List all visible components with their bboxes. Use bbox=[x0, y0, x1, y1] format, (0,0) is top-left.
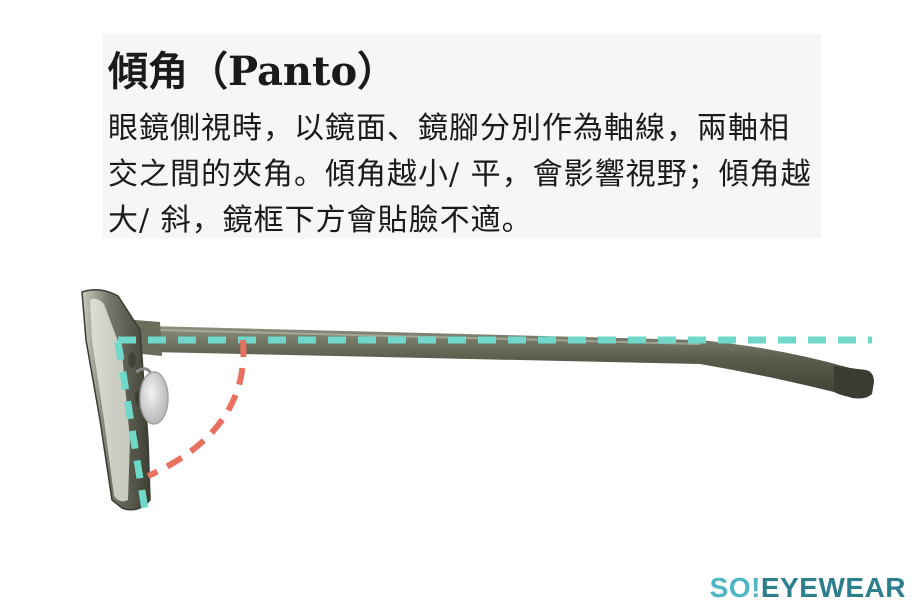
caption-title: 傾角（Panto） bbox=[108, 48, 398, 95]
temple-tip bbox=[834, 366, 874, 399]
logo-eyewear: EYEWEAR bbox=[760, 572, 906, 603]
nose-pad bbox=[139, 371, 169, 425]
panto-angle-arc bbox=[146, 339, 247, 479]
caption-body: 眼鏡側視時，以鏡面、鏡腳分別作為軸線，兩軸相交之間的夾角。傾角越小/ 平，會影響… bbox=[108, 111, 812, 238]
caption-box bbox=[103, 34, 821, 238]
logo-so: SO! bbox=[709, 572, 761, 603]
so-eyewear-logo: SO!EYEWEAR bbox=[710, 574, 906, 602]
